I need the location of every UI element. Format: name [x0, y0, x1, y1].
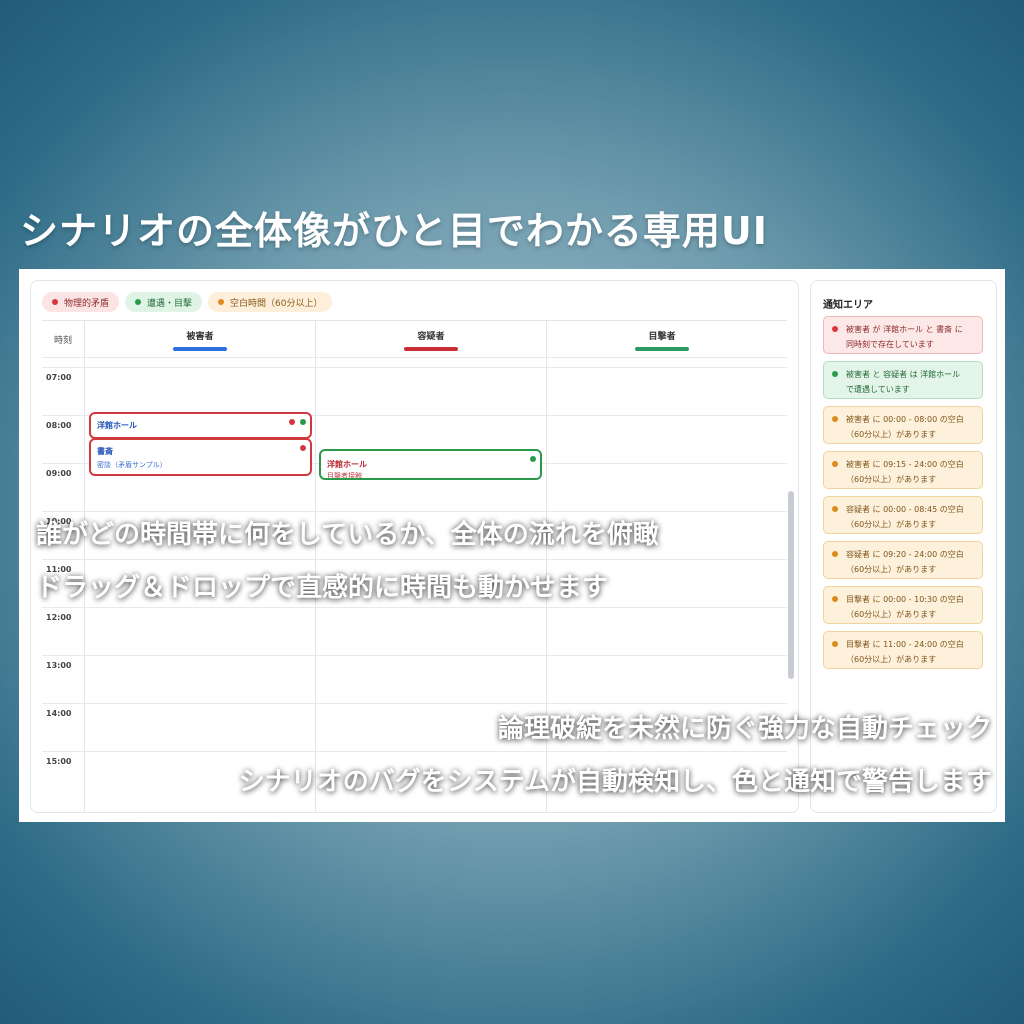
- hour-line: [42, 367, 787, 368]
- legend-item-contradiction[interactable]: 物理的矛盾: [42, 292, 120, 312]
- legend-item-encounter[interactable]: 遭遇・目撃: [125, 292, 203, 312]
- hour-line: [42, 703, 787, 704]
- contradiction-dot-icon: [300, 445, 306, 451]
- hour-label: 07:00: [46, 373, 72, 382]
- green-dot-icon: [135, 299, 142, 305]
- notification-text: で遭遇しています: [846, 385, 910, 394]
- orange-dot-icon: [218, 299, 225, 305]
- timeline-panel: 物理的矛盾 遭遇・目撃 空白時間（60分以上） 時刻 被害者 容疑者 目: [30, 280, 799, 813]
- notification-item[interactable]: 容疑者 に 09:20 - 24:00 の空白 （60分以上）があります: [823, 541, 983, 579]
- notification-text: （60分以上）があります: [846, 430, 937, 439]
- notification-text: 被害者 と 容疑者 は 洋館ホール: [846, 370, 961, 379]
- column-divider: [546, 321, 547, 812]
- legend-item-blank-time[interactable]: 空白時間（60分以上）: [208, 292, 333, 312]
- notification-text: 容疑者 に 00:00 - 08:45 の空白: [846, 505, 964, 514]
- notification-text: （60分以上）があります: [846, 520, 937, 529]
- event-title: 洋館ホール: [97, 421, 137, 430]
- column-header-witness[interactable]: 目撃者: [547, 321, 777, 357]
- notification-text: （60分以上）があります: [846, 610, 937, 619]
- overlay-caption: 論理破綻を未然に防ぐ強力な自動チェック: [497, 714, 992, 744]
- column-color-bar: [635, 347, 689, 351]
- encounter-dot-icon: [530, 456, 536, 462]
- hour-line: [42, 655, 787, 656]
- red-dot-icon: [52, 299, 58, 305]
- notification-text: （60分以上）があります: [846, 655, 937, 664]
- hour-line: [42, 559, 787, 560]
- event-subtitle: 密談（矛盾サンプル）: [97, 461, 167, 469]
- notification-panel: 通知エリア 被害者 が 洋館ホール と 書斎 に 同時刻で存在しています 被害者…: [810, 280, 997, 813]
- legend-label: 物理的矛盾: [64, 298, 110, 309]
- column-divider: [315, 321, 316, 812]
- orange-dot-icon: [832, 551, 838, 557]
- notification-text: 被害者 が 洋館ホール と 書斎 に: [846, 325, 963, 334]
- column-color-bar: [404, 347, 458, 351]
- hour-line: [42, 607, 787, 608]
- notification-item[interactable]: 被害者 に 00:00 - 08:00 の空白 （60分以上）があります: [823, 406, 983, 444]
- hour-label: 08:00: [46, 421, 72, 430]
- notification-text: 被害者 に 09:15 - 24:00 の空白: [846, 460, 964, 469]
- hour-label: 12:00: [46, 613, 72, 622]
- app-screenshot: 物理的矛盾 遭遇・目撃 空白時間（60分以上） 時刻 被害者 容疑者 目: [19, 269, 1005, 822]
- overlay-caption: 誰がどの時間帯に何をしているか、全体の流れを俯瞰: [36, 520, 659, 550]
- event-card[interactable]: 洋館ホール 目撃者接触: [319, 449, 542, 480]
- hour-line: [42, 751, 787, 752]
- event-card[interactable]: 書斎 密談（矛盾サンプル）: [89, 438, 312, 476]
- legend-label: 空白時間（60分以上）: [230, 298, 323, 309]
- event-title: 洋館ホール: [327, 460, 367, 469]
- vertical-scrollbar[interactable]: [788, 491, 794, 679]
- event-card[interactable]: 洋館ホール: [89, 412, 312, 439]
- overlay-caption: シナリオのバグをシステムが自動検知し、色と通知で警告します: [238, 767, 992, 797]
- notification-text: 目撃者 に 00:00 - 10:30 の空白: [846, 595, 964, 604]
- column-name: 被害者: [186, 332, 214, 342]
- column-header-suspect[interactable]: 容疑者: [316, 321, 546, 357]
- hour-label: 11:00: [46, 565, 72, 574]
- notification-text: 被害者 に 00:00 - 08:00 の空白: [846, 415, 964, 424]
- column-color-bar: [173, 347, 227, 351]
- red-dot-icon: [832, 326, 838, 332]
- orange-dot-icon: [832, 596, 838, 602]
- notification-item[interactable]: 容疑者 に 00:00 - 08:45 の空白 （60分以上）があります: [823, 496, 983, 534]
- notification-panel-title: 通知エリア: [823, 300, 873, 311]
- orange-dot-icon: [832, 506, 838, 512]
- event-title: 書斎: [97, 447, 113, 456]
- notification-text: （60分以上）があります: [846, 565, 937, 574]
- hour-label: 14:00: [46, 709, 72, 718]
- notification-item[interactable]: 目撃者 に 00:00 - 10:30 の空白 （60分以上）があります: [823, 586, 983, 624]
- orange-dot-icon: [832, 416, 838, 422]
- column-name: 容疑者: [417, 332, 445, 342]
- header-divider: [42, 357, 787, 358]
- legend: 物理的矛盾 遭遇・目撃 空白時間（60分以上）: [42, 292, 333, 312]
- headline: シナリオの全体像がひと目でわかる専用UI: [20, 209, 768, 253]
- notification-text: 同時刻で存在しています: [846, 340, 934, 349]
- notification-item[interactable]: 被害者 に 09:15 - 24:00 の空白 （60分以上）があります: [823, 451, 983, 489]
- hour-label: 09:00: [46, 469, 72, 478]
- column-header-victim[interactable]: 被害者: [85, 321, 315, 357]
- encounter-dot-icon: [300, 419, 306, 425]
- orange-dot-icon: [832, 461, 838, 467]
- notification-item[interactable]: 目撃者 に 11:00 - 24:00 の空白 （60分以上）があります: [823, 631, 983, 669]
- notification-text: 容疑者 に 09:20 - 24:00 の空白: [846, 550, 964, 559]
- contradiction-dot-icon: [289, 419, 295, 425]
- notification-text: （60分以上）があります: [846, 475, 937, 484]
- notification-text: 目撃者 に 11:00 - 24:00 の空白: [846, 640, 964, 649]
- legend-label: 遭遇・目撃: [147, 298, 193, 309]
- hour-line: [42, 511, 787, 512]
- hour-label: 15:00: [46, 757, 72, 766]
- hour-line: [42, 415, 787, 416]
- hour-label: 13:00: [46, 661, 72, 670]
- event-subtitle: 目撃者接触: [327, 472, 362, 480]
- timeline-grid: 時刻 被害者 容疑者 目撃者: [42, 320, 794, 812]
- hour-label: 10:00: [46, 517, 72, 526]
- notification-item[interactable]: 被害者 が 洋館ホール と 書斎 に 同時刻で存在しています: [823, 316, 983, 354]
- column-name: 目撃者: [648, 332, 676, 342]
- green-dot-icon: [832, 371, 838, 377]
- notification-item[interactable]: 被害者 と 容疑者 は 洋館ホール で遭遇しています: [823, 361, 983, 399]
- orange-dot-icon: [832, 641, 838, 647]
- time-column-header: 時刻: [53, 335, 72, 346]
- column-divider: [84, 321, 85, 812]
- overlay-caption: ドラッグ＆ドロップで直感的に時間も動かせます: [36, 573, 609, 603]
